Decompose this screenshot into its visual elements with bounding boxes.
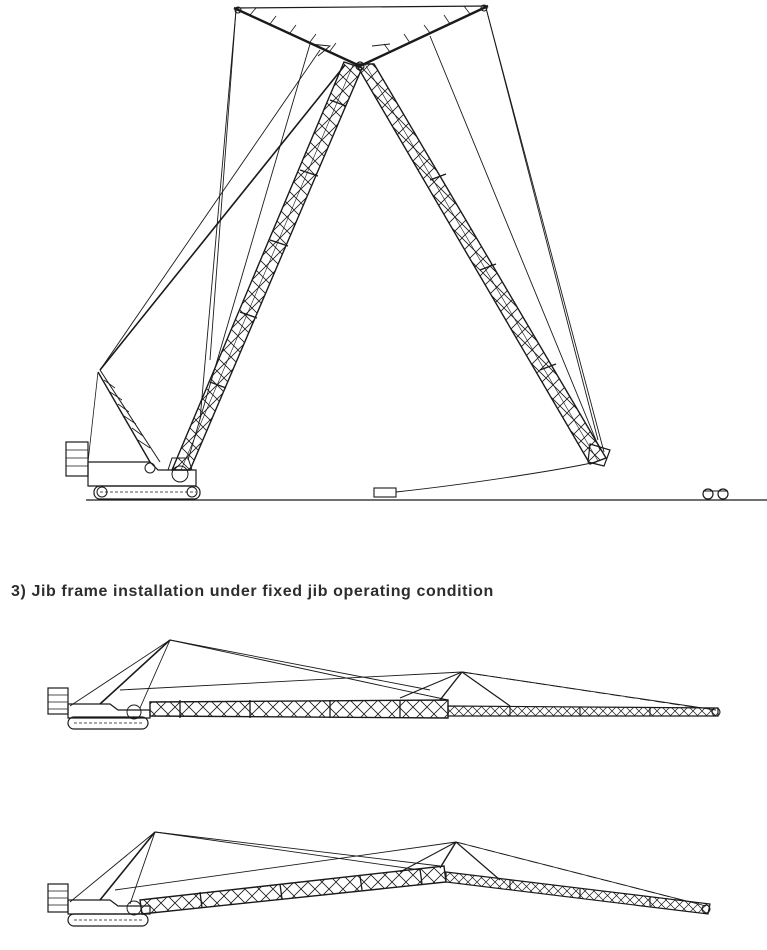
upper-body [67,899,151,915]
fixed-jib [445,871,711,915]
mast [99,831,156,901]
folded-jib [354,63,611,467]
crawler-track [93,485,201,500]
jib-strut-frame [399,671,511,707]
hook-block [373,487,397,498]
figure-middle-crane [47,639,721,730]
counterweight [65,441,89,477]
counterweight [47,687,69,715]
upper-body [67,703,151,719]
jib-strut-frame [233,4,489,71]
jib-strut-frame [399,841,501,881]
main-boom [139,865,447,915]
figure-bottom-crane [47,831,711,927]
fixed-jib [447,705,721,717]
pendant-lines [119,639,717,711]
hoist-rope [395,461,597,493]
crawler-track [67,716,149,730]
mast-pendant [99,64,346,371]
mast [87,369,161,463]
main-boom [149,699,449,719]
main-boom [170,61,363,471]
trailer [702,488,729,500]
pendant-lines [99,7,605,461]
section-caption: 3) Jib frame installation under fixed ji… [11,583,494,600]
crawler-track [67,913,149,927]
mast [99,639,171,705]
pendant-lines [114,831,707,907]
figure-top-crane [65,4,767,501]
